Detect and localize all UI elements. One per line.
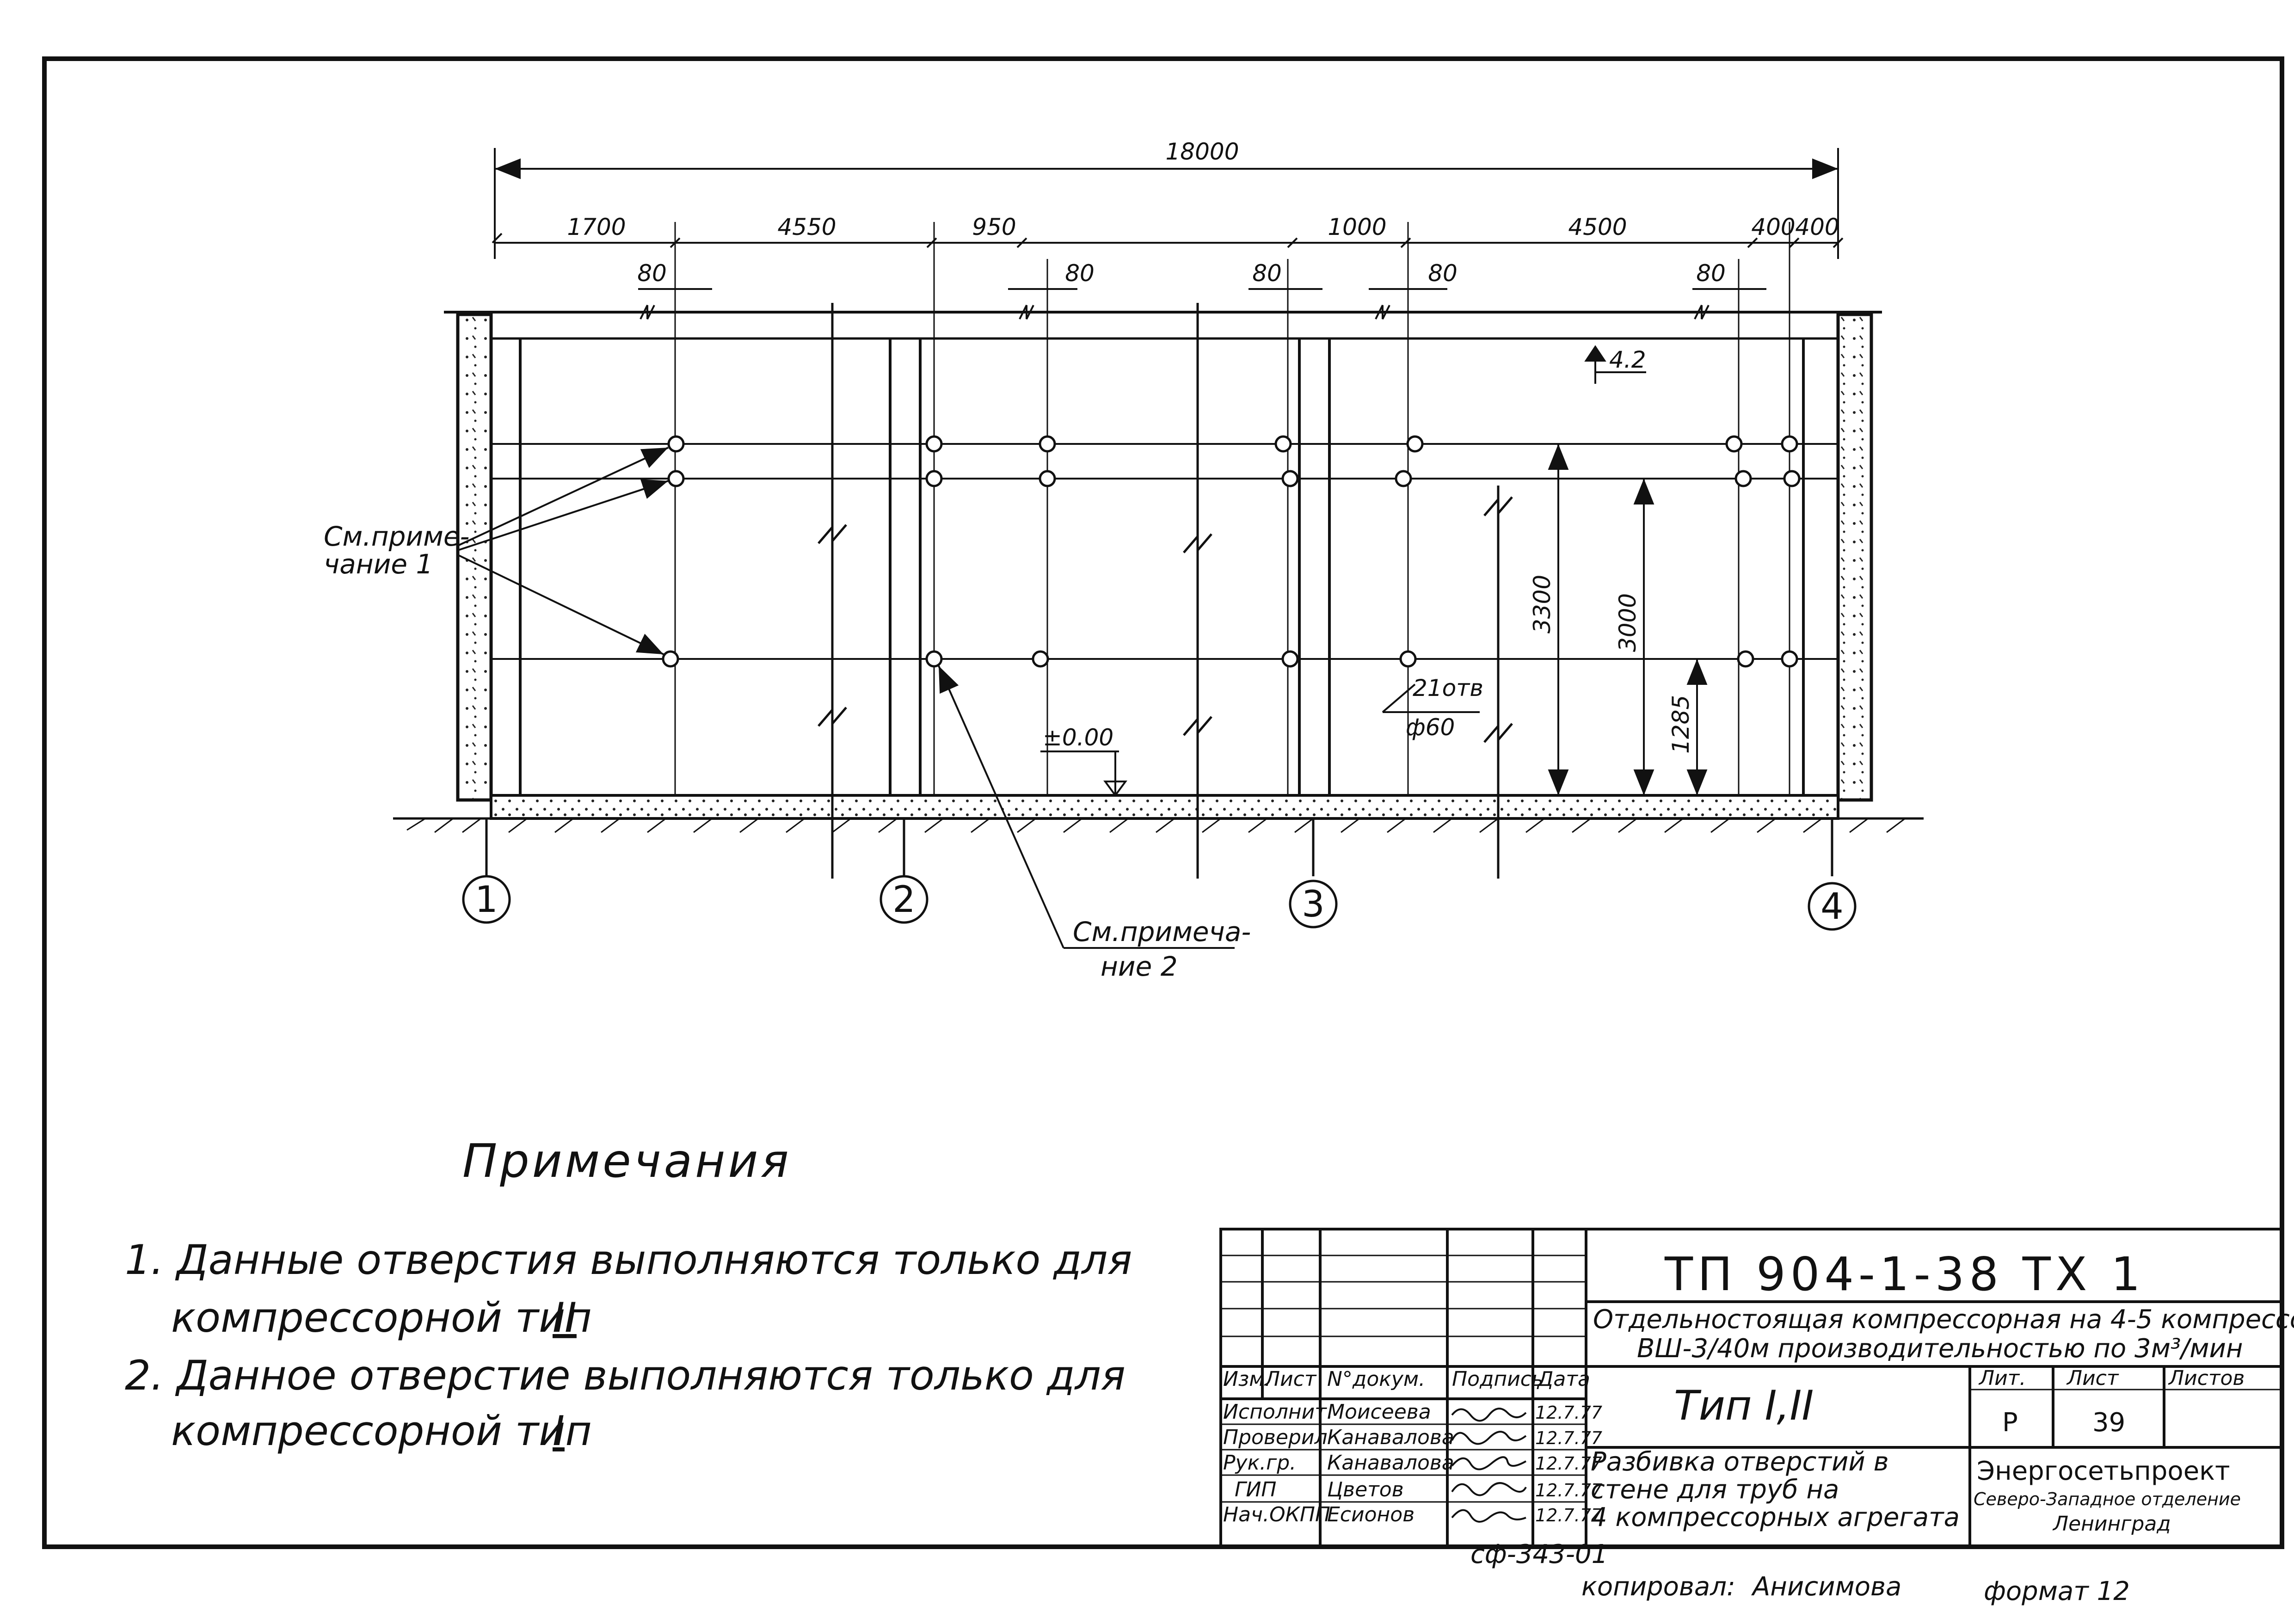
note-2-line1: 2. Данное отверстие выполняются только д… bbox=[125, 1352, 1125, 1399]
notes-title: Примечания bbox=[462, 1134, 792, 1188]
dim-4: 1000 bbox=[1328, 214, 1386, 240]
sheet-title-2: стене для труб на bbox=[1591, 1475, 1839, 1505]
axis-label-3: 3 bbox=[1302, 884, 1325, 925]
dim-offset-4: 80 bbox=[1428, 260, 1458, 287]
height-1285: 1285 bbox=[1667, 695, 1694, 754]
dim-overall: 18000 bbox=[1165, 138, 1239, 165]
dim-2: 4550 bbox=[777, 214, 836, 240]
hdr-izm: Изм. bbox=[1223, 1367, 1271, 1391]
staff-name-2: Канавалова bbox=[1327, 1426, 1454, 1449]
callout-1-line2: чание 1 bbox=[324, 548, 433, 580]
hdr-doc: N°докум. bbox=[1327, 1367, 1425, 1391]
holes bbox=[662, 435, 1801, 668]
hdr-sign: Подпись bbox=[1452, 1367, 1544, 1391]
staff-name-1: Моисеева bbox=[1327, 1400, 1431, 1424]
staff-date-3: 12.7.77 bbox=[1535, 1453, 1602, 1474]
right-wall bbox=[1836, 313, 1873, 802]
staff-date-5: 12.7.77 bbox=[1535, 1505, 1602, 1526]
callout-note-2: См.примеча- ние 2 bbox=[938, 665, 1251, 982]
staff-rows: Исполнит. Моисеева 12.7.77 Проверил Кана… bbox=[1223, 1400, 1602, 1526]
staff-role-1: Исполнит. bbox=[1223, 1400, 1333, 1424]
sheets-label: Листов bbox=[2168, 1366, 2245, 1390]
org-branch: Северо-Западное отделение bbox=[1974, 1489, 2241, 1509]
dim-offset-1: 80 bbox=[637, 260, 667, 287]
callout-2-line2: ние 2 bbox=[1101, 951, 1178, 982]
sheet-title-3: 4 компрессорных агрегата bbox=[1591, 1502, 1960, 1532]
height-3000: 3000 bbox=[1614, 593, 1641, 652]
sheet-frame bbox=[42, 56, 2284, 1549]
staff-role-4: ГИП bbox=[1235, 1478, 1277, 1501]
level-zero: ±0.00 bbox=[1043, 724, 1113, 751]
dim-5: 4500 bbox=[1568, 214, 1627, 240]
axis-label-2: 2 bbox=[892, 879, 916, 921]
note-2-line2: компрессорной тип bbox=[171, 1407, 592, 1455]
copied-label: копировал: bbox=[1581, 1572, 1735, 1602]
note-1-line2: компрессорной тип bbox=[171, 1294, 592, 1341]
dim-6: 400 bbox=[1751, 214, 1795, 240]
level-top: 4.2 bbox=[1609, 346, 1646, 373]
sheet-title-1: Разбивка отверстий в bbox=[1591, 1447, 1889, 1477]
sheet-value: 39 bbox=[2092, 1408, 2125, 1438]
note-2: 2. Данное отверстие выполняются только д… bbox=[125, 1352, 1125, 1455]
note-2-type: I bbox=[553, 1407, 565, 1455]
staff-name-3: Канавалова bbox=[1327, 1451, 1454, 1475]
dim-offset-3: 80 bbox=[1252, 260, 1282, 287]
lit-value: Р bbox=[2002, 1408, 2018, 1438]
dim-offset-2: 80 bbox=[1065, 260, 1095, 287]
sheet-label: Лист bbox=[2066, 1366, 2119, 1390]
height-3300: 3300 bbox=[1529, 575, 1556, 634]
staff-role-5: Нач.ОКПП bbox=[1223, 1503, 1330, 1526]
note-1: 1. Данные отверстия выполняются только д… bbox=[125, 1236, 1132, 1341]
hdr-date: Дата bbox=[1537, 1367, 1590, 1391]
callout-2-line1: См.примеча- bbox=[1073, 916, 1251, 947]
type-label: Тип I,II bbox=[1674, 1382, 1814, 1429]
note-1-line1: 1. Данные отверстия выполняются только д… bbox=[125, 1236, 1132, 1284]
dimension-lines bbox=[492, 148, 1844, 797]
dim-1: 1700 bbox=[567, 214, 626, 240]
staff-name-5: Есионов bbox=[1327, 1503, 1415, 1526]
holes-diameter: ф60 bbox=[1406, 714, 1455, 741]
doc-code: ТП 904-1-38 ТХ 1 bbox=[1664, 1247, 2145, 1301]
staff-date-2: 12.7.77 bbox=[1535, 1428, 1602, 1448]
staff-role-2: Проверил bbox=[1223, 1426, 1328, 1449]
floor-slab bbox=[490, 794, 1839, 820]
dim-offset-5: 80 bbox=[1696, 260, 1726, 287]
staff-role-3: Рук.гр. bbox=[1223, 1451, 1296, 1475]
hdr-list: Лист bbox=[1264, 1367, 1317, 1391]
axis-label-1: 1 bbox=[475, 879, 498, 921]
holes-count: 21отв bbox=[1413, 675, 1483, 701]
staff-date-4: 12.7.77 bbox=[1535, 1480, 1602, 1501]
axis-label-4: 4 bbox=[1820, 886, 1844, 928]
callout-1-line1: См.приме- bbox=[324, 521, 470, 552]
org-city: Ленинград bbox=[2052, 1512, 2171, 1536]
archive-number: сф-343-01 bbox=[1470, 1539, 1608, 1569]
dim-3: 950 bbox=[972, 214, 1016, 240]
project-line-1: Отдельностоящая компрессорная на 4-5 ком… bbox=[1593, 1304, 2294, 1335]
signatures bbox=[1451, 1408, 1527, 1523]
title-block bbox=[1219, 1228, 2283, 1548]
org-name: Энергосетьпроект bbox=[1977, 1456, 2230, 1486]
lit-label: Лит. bbox=[1978, 1366, 2026, 1390]
holes-note: 21отв ф60 bbox=[1382, 675, 1483, 741]
staff-name-4: Цветов bbox=[1327, 1478, 1404, 1501]
project-line-2: ВШ-3/40м производительностью по 3м³/мин bbox=[1637, 1334, 2243, 1364]
dim-7: 400 bbox=[1795, 214, 1839, 240]
callout-note-1: См.приме- чание 1 bbox=[324, 447, 669, 655]
note-1-type: II bbox=[553, 1294, 577, 1341]
copied-by: Анисимова bbox=[1751, 1572, 1901, 1602]
axis-markers bbox=[462, 818, 1857, 931]
format-label: формат 12 bbox=[1984, 1576, 2130, 1606]
wall-section bbox=[393, 222, 1924, 879]
staff-date-1: 12.7.77 bbox=[1535, 1403, 1602, 1423]
